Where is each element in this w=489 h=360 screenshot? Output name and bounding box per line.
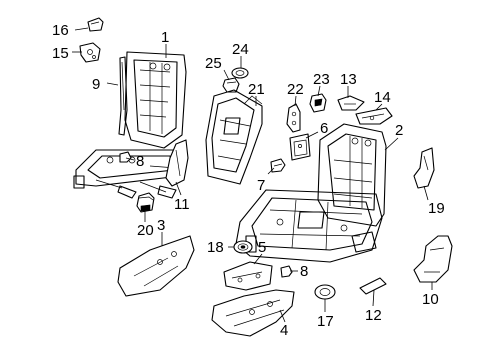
callout-23: 23	[313, 71, 330, 88]
leader-16	[74, 27, 89, 31]
leader-23	[317, 85, 321, 97]
callout-2: 2	[395, 122, 403, 139]
callout-18: 18	[207, 239, 224, 256]
leader-8a	[125, 157, 135, 161]
callout-3: 3	[157, 217, 165, 234]
callout-13: 13	[340, 71, 357, 88]
callout-6: 6	[320, 120, 328, 137]
part-13-trim	[337, 95, 365, 111]
callout-17: 17	[317, 313, 334, 330]
callout-9: 9	[92, 76, 100, 93]
leader-6	[305, 131, 319, 139]
part-24-washer	[231, 67, 249, 79]
part-3-lower-cover-left	[117, 235, 195, 297]
leader-19	[423, 185, 429, 201]
part-25-knob	[222, 77, 240, 93]
callout-14: 14	[374, 89, 391, 106]
leader-4	[279, 309, 286, 323]
part-6-plate	[289, 133, 311, 161]
callout-22: 22	[287, 81, 304, 98]
part-2-seat-frame-right	[235, 123, 387, 263]
part-14-trim-bar	[355, 107, 393, 125]
part-7-bolt	[270, 158, 286, 173]
leader-14	[375, 103, 383, 111]
callout-15: 15	[52, 45, 69, 62]
callout-24: 24	[232, 41, 249, 58]
leader-9	[106, 82, 119, 86]
leader-2	[384, 137, 399, 151]
callout-19: 19	[428, 200, 445, 217]
callout-11: 11	[174, 196, 190, 213]
part-18-bushing	[233, 240, 253, 254]
callout-20: 20	[137, 222, 154, 239]
callout-8-right: 8	[300, 263, 308, 280]
callout-7: 7	[257, 177, 265, 194]
part-15-bracket	[79, 42, 101, 63]
part-8-clip-right	[280, 265, 293, 278]
callout-labels: 16 15 9 1 8 11 20 3 24 25 21 22 23 13 14…	[52, 22, 445, 339]
callout-21: 21	[248, 81, 265, 98]
callout-10: 10	[422, 291, 439, 308]
part-12-trim-strip	[359, 277, 387, 295]
leader-22	[294, 95, 297, 107]
leader-25	[223, 69, 230, 81]
leader-lines	[72, 27, 433, 323]
part-23-cap	[309, 93, 327, 113]
leader-11	[175, 181, 182, 196]
callout-5: 5	[258, 239, 266, 256]
part-17-grommet	[314, 284, 336, 300]
leader-5	[253, 253, 263, 265]
part-19-side-bracket	[413, 147, 435, 189]
callout-25: 25	[205, 55, 222, 72]
part-8-clip-left	[119, 151, 132, 163]
part-11-side-shield	[165, 139, 189, 187]
part-22-bracket	[286, 103, 301, 133]
leader-12	[372, 289, 375, 307]
part-5-bracket	[223, 261, 273, 291]
callout-1: 1	[161, 29, 169, 46]
part-10-side-cover	[413, 235, 453, 283]
part-4-lower-cover	[211, 289, 295, 337]
part-21-back-panel	[205, 89, 263, 185]
callout-4: 4	[280, 322, 288, 339]
leader-7	[267, 167, 275, 175]
part-20-block	[136, 192, 155, 213]
part-16-clip	[87, 17, 104, 32]
callout-16: 16	[52, 22, 69, 39]
callout-8-left: 8	[136, 153, 144, 170]
callout-12: 12	[365, 307, 382, 324]
